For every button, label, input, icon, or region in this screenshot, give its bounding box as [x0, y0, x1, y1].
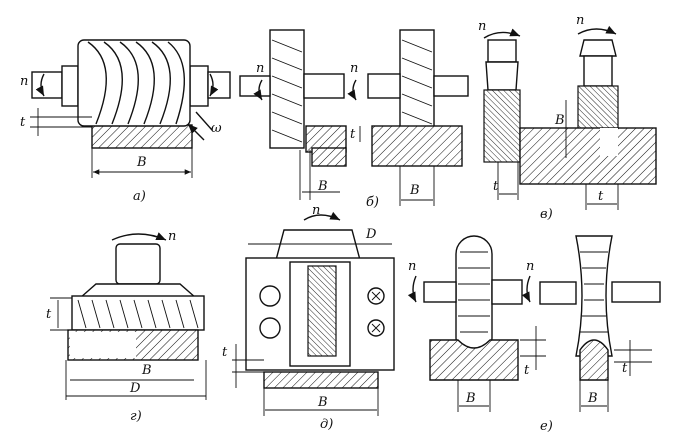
- label-t-g: t: [46, 307, 52, 322]
- caption-e: е): [540, 419, 553, 434]
- label-omega-a: ω: [211, 121, 222, 136]
- label-t-a: t: [20, 115, 26, 130]
- label-n-g: n: [168, 229, 176, 244]
- label-n2-e: n: [526, 259, 534, 274]
- panel-d: n D t B д): [222, 203, 395, 432]
- caption-b: б): [366, 195, 379, 210]
- face-mill-teeth: [77, 299, 199, 329]
- label-t1-v: t: [493, 179, 499, 194]
- label-B-d: B: [317, 395, 328, 410]
- label-n-a: n: [20, 74, 28, 89]
- label-n1-v: n: [478, 19, 486, 34]
- label-D-g: D: [129, 381, 141, 396]
- label-B1-b: B: [317, 179, 328, 194]
- caption-v: в): [540, 207, 553, 222]
- label-t1-e: t: [524, 363, 530, 378]
- label-n1-b: n: [256, 61, 264, 76]
- arbor-left-a: [31, 71, 63, 99]
- cylindrical-cutter: [77, 39, 191, 127]
- label-D-d: D: [365, 227, 377, 242]
- label-n1-e: n: [408, 259, 416, 274]
- label-B2-b: B: [409, 183, 420, 198]
- caption-a: а): [133, 189, 146, 204]
- label-B1-e: B: [465, 391, 476, 406]
- label-t-d: t: [222, 345, 228, 360]
- workpiece-right-b: [371, 125, 463, 167]
- label-t2-e: t: [622, 361, 628, 376]
- workpiece-v: [519, 127, 657, 185]
- end-mill-left-v: [483, 89, 521, 163]
- panel-g: n t B D г): [46, 229, 207, 424]
- form-cutter-convex-e: [455, 235, 493, 357]
- workpiece-right-e: [579, 339, 609, 381]
- label-B-g: B: [141, 363, 152, 378]
- rotation-arrow-a: [35, 73, 45, 97]
- label-n2-b: n: [350, 61, 358, 76]
- face-mill-spindle: [115, 243, 161, 285]
- label-B-v: B: [554, 113, 565, 128]
- workpiece-d: [263, 371, 379, 389]
- disk-cutter-left-b: [269, 29, 305, 149]
- helical-teeth: [87, 41, 186, 125]
- label-n-d: n: [312, 203, 320, 218]
- feed-arrow-a: [187, 123, 205, 141]
- caption-g: г): [130, 409, 142, 424]
- panel-b: n n t B B б): [239, 29, 469, 210]
- label-n2-v: n: [576, 13, 584, 28]
- panel-e: n n t t B B е): [407, 235, 661, 434]
- label-t-b: t: [350, 127, 356, 142]
- panel-a: n t B ω а): [20, 39, 231, 204]
- label-B-a: B: [136, 155, 147, 170]
- caption-d: д): [320, 417, 333, 432]
- label-t2-v: t: [598, 189, 604, 204]
- label-B2-e: B: [587, 391, 598, 406]
- panel-v: n n B t t в): [478, 13, 657, 222]
- workpiece-a: [91, 124, 193, 149]
- form-cutter-concave-e: [575, 235, 613, 357]
- workpiece-left-e: [429, 339, 519, 381]
- cutter-tooth-d: [307, 265, 337, 357]
